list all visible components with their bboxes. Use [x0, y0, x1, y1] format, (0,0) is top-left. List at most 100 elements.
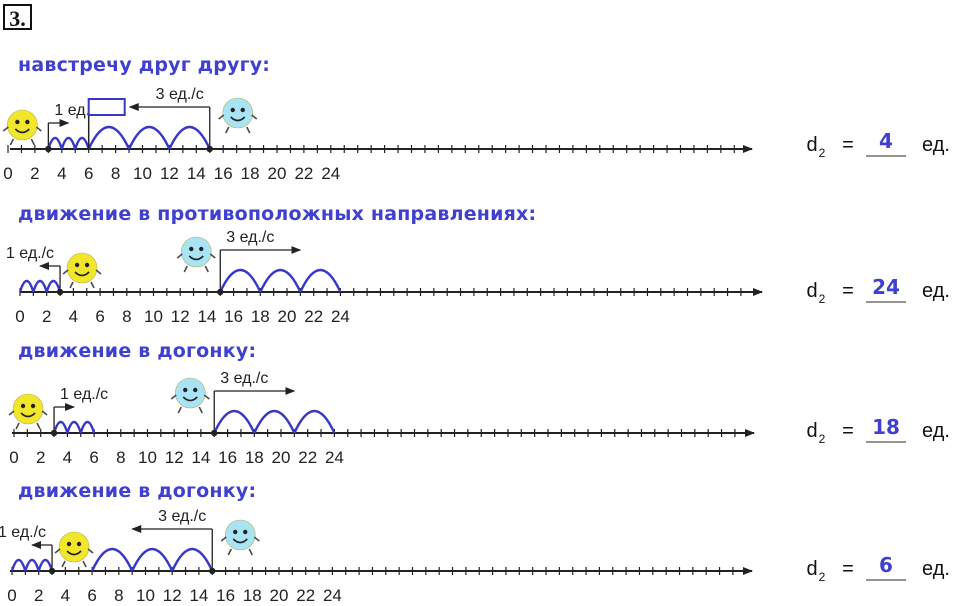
tick-label: 2: [30, 164, 39, 183]
answer-equals: =: [842, 420, 854, 442]
tick-label: 18: [241, 164, 260, 183]
answer-subscript: 2: [819, 292, 826, 306]
answer-label: d: [806, 420, 817, 442]
answer-equals: =: [842, 558, 854, 580]
right-jump-arc: [127, 126, 171, 150]
tick-label: 20: [270, 586, 289, 605]
blue-smiley-icon: [176, 236, 216, 273]
tick-label: 6: [89, 448, 98, 467]
right-speed-label: 3 ед./с: [226, 229, 274, 246]
section-heading-3: движение в догонку:: [18, 340, 257, 362]
tick-label: 10: [138, 448, 157, 467]
answer-subscript: 2: [819, 432, 826, 446]
left-start-dot: [45, 145, 52, 153]
yellow-smiley-icon: [54, 531, 94, 568]
tick-label: 2: [42, 307, 51, 326]
tick-label: 22: [298, 448, 317, 467]
answer-subscript: 2: [819, 570, 826, 584]
tick-label: 0: [3, 164, 12, 183]
right-jump-arc: [131, 548, 174, 572]
tick-label: 6: [84, 164, 93, 183]
tick-label: 8: [122, 307, 131, 326]
right-speed-label: 3 ед./с: [156, 86, 204, 103]
tick-label: 6: [87, 586, 96, 605]
left-jump-arc: [18, 279, 35, 293]
tick-label: 4: [61, 586, 70, 605]
tick-label: 12: [165, 448, 184, 467]
right-jump-arc: [91, 548, 134, 572]
answer-unit: ед.: [922, 280, 950, 302]
tick-label: 24: [325, 448, 344, 467]
left-jump-arc: [24, 558, 40, 572]
answer-label: d: [806, 134, 817, 156]
tick-label: 24: [331, 307, 350, 326]
answer-subscript: 2: [819, 146, 826, 160]
tick-label: 6: [95, 307, 104, 326]
answer-value: 4: [879, 129, 893, 153]
right-speed-label: 3 ед./с: [158, 508, 206, 525]
section-heading-4: движение в догонку:: [18, 480, 257, 502]
tick-label: 8: [114, 586, 123, 605]
left-jump-arc: [45, 279, 62, 293]
tick-label: 22: [294, 164, 313, 183]
section-heading-1: навстречу друг другу:: [18, 54, 271, 76]
answer-value: 6: [879, 553, 893, 577]
answer-label: d: [806, 558, 817, 580]
right-speed-label: 3 ед./с: [220, 370, 268, 387]
tick-label: 10: [133, 164, 152, 183]
tick-label: 4: [69, 307, 78, 326]
right-jump-arc: [293, 410, 336, 434]
answer-unit: ед.: [922, 420, 950, 442]
right-jump-arc: [253, 410, 296, 434]
tick-label: 24: [323, 586, 342, 605]
tick-label: 14: [187, 164, 206, 183]
answer-equals: =: [842, 280, 854, 302]
tick-label: 24: [321, 164, 340, 183]
tick-label: 20: [272, 448, 291, 467]
tick-label: 20: [268, 164, 287, 183]
tick-label: 12: [160, 164, 179, 183]
tick-label: 22: [296, 586, 315, 605]
tick-label: 8: [116, 448, 125, 467]
answer-label: d: [806, 280, 817, 302]
tick-label: 18: [251, 307, 270, 326]
flag-icon: [87, 98, 126, 116]
tick-label: 12: [171, 307, 190, 326]
tick-label: 4: [63, 448, 72, 467]
right-jump-arc: [299, 269, 342, 293]
left-start-dot: [48, 567, 56, 575]
tick-label: 16: [218, 448, 237, 467]
right-start-dot: [211, 429, 218, 437]
answer-equals: =: [842, 134, 854, 156]
tick-label: 0: [9, 448, 18, 467]
right-jump-arc: [259, 269, 302, 293]
tick-label: 14: [189, 586, 208, 605]
right-start-dot: [206, 145, 213, 153]
tick-label: 2: [34, 586, 43, 605]
left-jump-arc: [66, 420, 82, 434]
right-start-dot: [209, 567, 216, 575]
left-jump-arc: [32, 279, 48, 293]
tick-label: 22: [304, 307, 323, 326]
tick-label: 10: [144, 307, 163, 326]
right-jump-arc: [213, 410, 256, 434]
tick-label: 14: [197, 307, 216, 326]
tick-label: 0: [7, 586, 16, 605]
right-start-dot: [217, 288, 224, 296]
tick-label: 18: [243, 586, 262, 605]
right-jump-arc: [171, 548, 214, 572]
answer-value: 24: [872, 275, 900, 299]
blue-smiley-icon: [170, 377, 210, 414]
tick-label: 8: [111, 164, 120, 183]
left-jump-arc: [52, 420, 69, 434]
left-start-dot: [56, 288, 64, 296]
tick-label: 0: [15, 307, 24, 326]
tick-label: 16: [224, 307, 243, 326]
